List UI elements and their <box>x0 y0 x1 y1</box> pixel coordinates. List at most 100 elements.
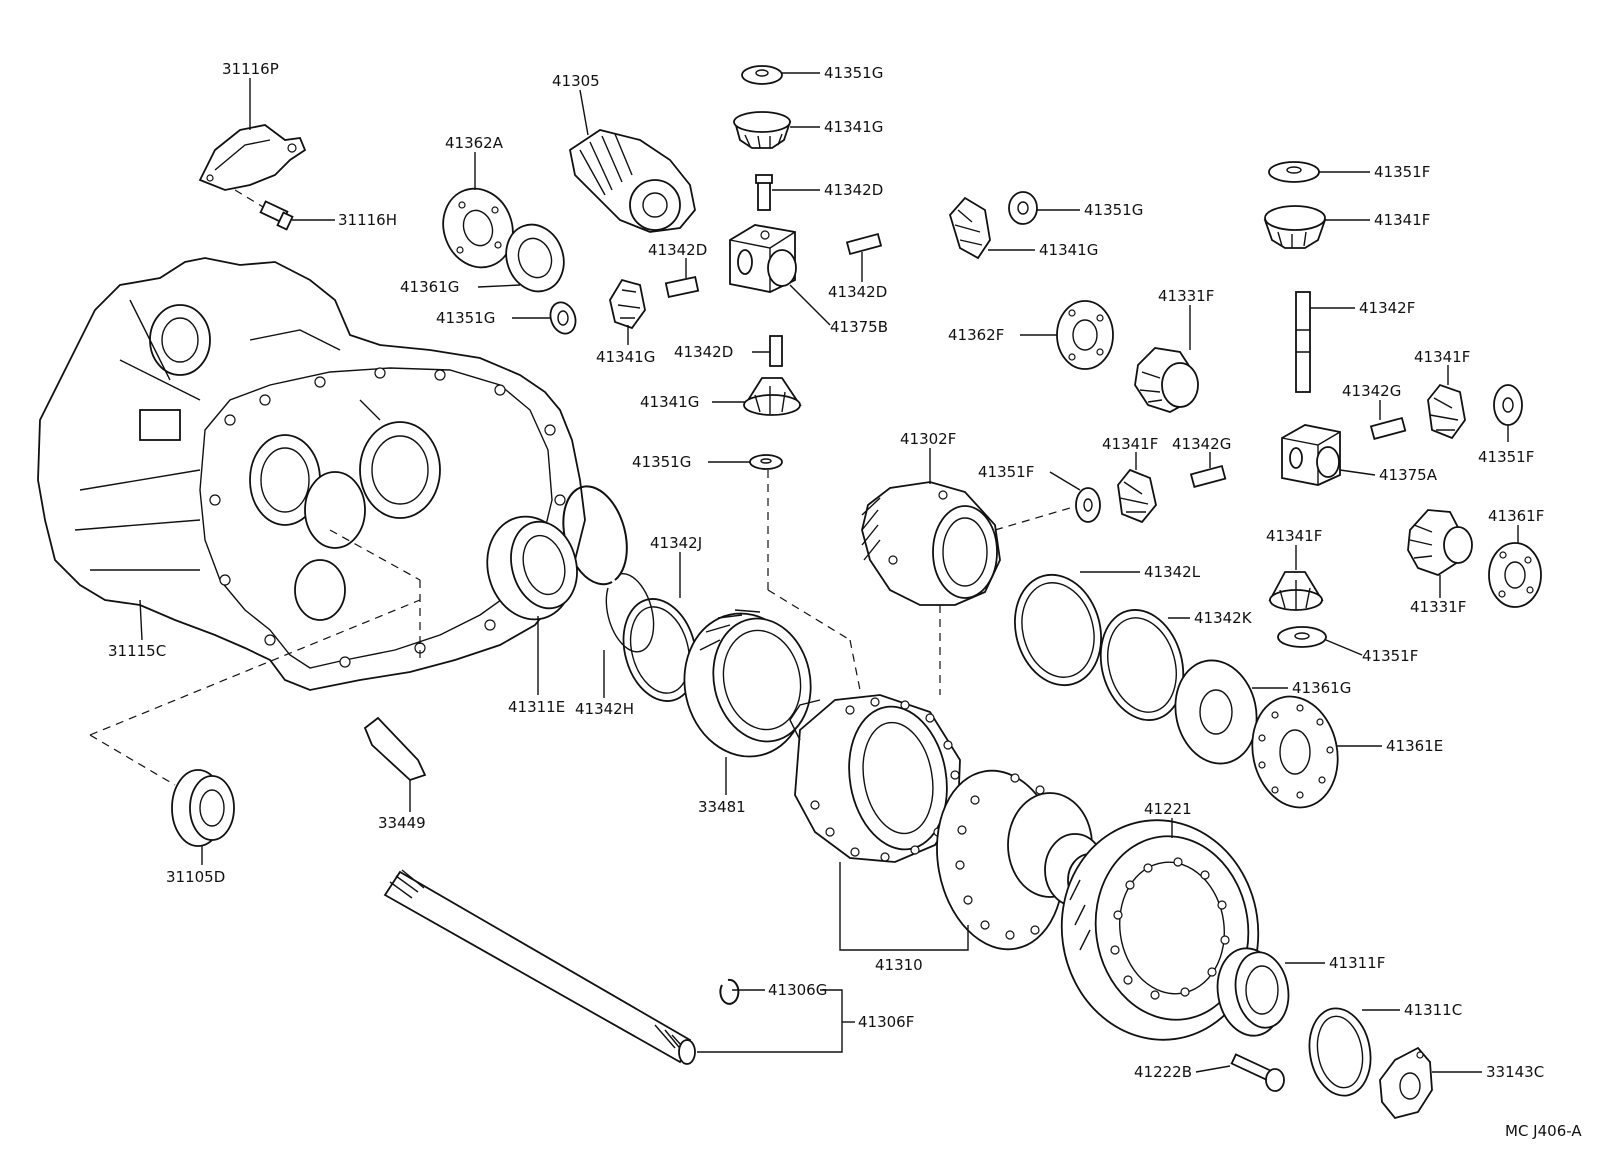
seal-41361G <box>505 223 565 293</box>
label-41351G-top: 41351G <box>824 64 883 82</box>
label-41361G-b: 41361G <box>1292 679 1351 697</box>
label-41302F: 41302F <box>900 430 956 448</box>
pin-41342D-top <box>755 174 773 211</box>
washer-41351F-mid <box>1075 487 1101 523</box>
bearing-41311E <box>486 515 578 621</box>
label-41341F-b: 41341F <box>1266 527 1322 545</box>
label-33481: 33481 <box>698 798 746 816</box>
washer-41351G-right <box>1008 191 1038 225</box>
label-41342H: 41342H <box>575 700 634 718</box>
label-41341G-left: 41341G <box>596 348 655 366</box>
label-41351F-b: 41351F <box>1362 647 1418 665</box>
washer-41351F-right <box>1493 384 1523 426</box>
label-41342D-right: 41342D <box>828 283 887 301</box>
label-41342G-r: 41342G <box>1342 382 1401 400</box>
label-33449: 33449 <box>378 814 426 832</box>
gear-41331F-bottom <box>1407 509 1473 576</box>
label-41351G-right: 41351G <box>1084 201 1143 219</box>
ring-gear-41221 <box>1060 819 1260 1041</box>
label-41341F-top: 41341F <box>1374 211 1430 229</box>
pin-41342F <box>1295 291 1311 393</box>
gear-41341F-right <box>1427 383 1466 440</box>
label-41351F-m: 41351F <box>978 463 1034 481</box>
gear-41341G-top <box>733 111 792 149</box>
transaxle-case <box>37 257 586 691</box>
label-41361F: 41361F <box>1488 507 1544 525</box>
washer-41351G-left <box>549 301 577 335</box>
label-41342D-mid: 41342D <box>674 343 733 361</box>
ring-41342K <box>1099 609 1185 721</box>
label-31116P: 31116P <box>222 60 279 78</box>
label-41351F-top: 41351F <box>1374 163 1430 181</box>
label-41342F: 41342F <box>1359 299 1415 317</box>
washer-41351G-mid <box>749 454 783 470</box>
pin-41342G-right <box>1369 416 1407 441</box>
bolt-41222B <box>1230 1053 1285 1092</box>
label-41351G-a: 41351G <box>436 309 495 327</box>
washer-41351F-bottom <box>1277 626 1327 648</box>
label-41342L: 41342L <box>1144 563 1201 581</box>
pin-41342G-mid <box>1189 464 1227 489</box>
gear-41305 <box>568 129 696 233</box>
gear-41341F-top <box>1263 205 1327 249</box>
label-41362A: 41362A <box>445 134 504 152</box>
label-41342D-left: 41342D <box>648 241 707 259</box>
label-41362F: 41362F <box>948 326 1004 344</box>
label-41222B: 41222B <box>1134 1063 1192 1081</box>
label-41375B: 41375B <box>830 318 888 336</box>
gear-41341G-right <box>948 196 991 260</box>
axle-shaft-41306F <box>383 869 696 1065</box>
label-41310: 41310 <box>875 956 923 974</box>
cover-31116P <box>198 124 307 191</box>
washer-41351F-top <box>1268 161 1320 183</box>
washer-41361F <box>1488 542 1542 608</box>
label-41305: 41305 <box>552 72 600 90</box>
washer-41351G-top <box>741 65 783 85</box>
bolt-31116H <box>259 200 294 231</box>
label-41311F: 41311F <box>1329 954 1385 972</box>
seal-41361G-bottom <box>1174 659 1258 765</box>
label-41311C: 41311C <box>1404 1001 1462 1019</box>
label-41342D-top: 41342D <box>824 181 883 199</box>
pin-41342D-right <box>845 232 883 256</box>
label-41221: 41221 <box>1144 800 1192 818</box>
label-41361G-a: 41361G <box>400 278 459 296</box>
ring-41342H <box>562 485 655 653</box>
label-41341F-m: 41341F <box>1102 435 1158 453</box>
differential-case-41310 <box>789 694 961 863</box>
plate-41361E <box>1251 695 1339 809</box>
label-31116H: 31116H <box>338 211 397 229</box>
label-31105D: 31105D <box>166 868 225 886</box>
gear-41341F-bottom <box>1268 571 1324 611</box>
case-41375A <box>1281 424 1341 486</box>
label-41331F-a: 41331F <box>1158 287 1214 305</box>
gear-41341G-mid <box>743 377 802 416</box>
label-33143C: 33143C <box>1486 1063 1544 1081</box>
label-41361E: 41361E <box>1386 737 1443 755</box>
label-31115C: 31115C <box>108 642 166 660</box>
washer-41362F <box>1056 300 1114 370</box>
gear-33481 <box>683 609 812 758</box>
label-41342G-m: 41342G <box>1172 435 1231 453</box>
label-41342J: 41342J <box>650 534 702 552</box>
label-41341G-top: 41341G <box>824 118 883 136</box>
label-41375A: 41375A <box>1379 466 1438 484</box>
label-41311E: 41311E <box>508 698 565 716</box>
label-41306F: 41306F <box>858 1013 914 1031</box>
label-41342K: 41342K <box>1194 609 1253 627</box>
gear-41331F-top <box>1134 347 1199 413</box>
label-41341F-r: 41341F <box>1414 348 1470 366</box>
label-41331F-b: 41331F <box>1410 598 1466 616</box>
pin-41342D-left <box>664 275 700 299</box>
washer-41362A <box>442 187 514 269</box>
label-41351G-mid: 41351G <box>632 453 691 471</box>
label-41306G: 41306G <box>768 981 827 999</box>
gear-41341F-mid <box>1117 468 1157 524</box>
label-41341G-mid: 41341G <box>640 393 699 411</box>
pin-41342D-mid <box>769 335 783 367</box>
case-41302F <box>861 481 1001 606</box>
ring-41342L <box>1014 573 1102 687</box>
race-41311C <box>1308 1007 1372 1097</box>
gear-41341G-left <box>609 278 646 330</box>
